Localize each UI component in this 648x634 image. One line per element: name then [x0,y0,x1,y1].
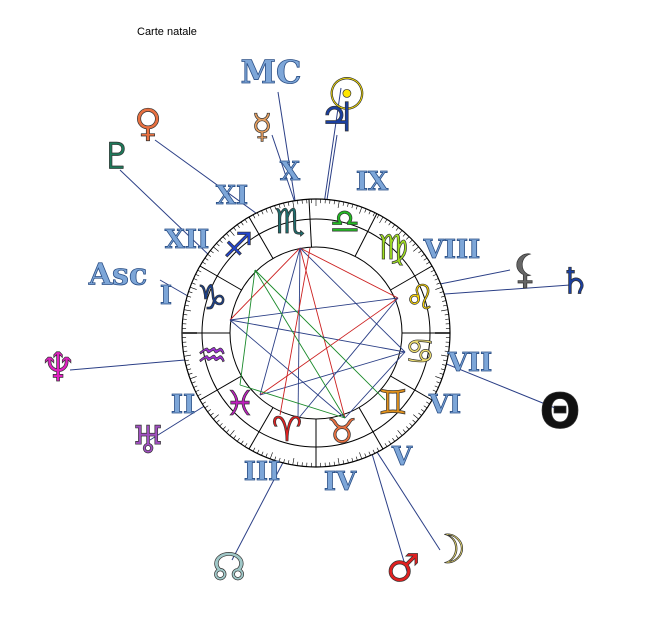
moon-icon: ☽ [430,527,466,573]
asc-label: Asc [88,258,147,293]
leo-sign-icon: ♌ [405,278,435,318]
libra-sign-icon: ♎ [330,202,360,242]
gemini-sign-icon: ♊ [378,383,408,423]
capricorn-sign-icon: ♑ [197,278,227,318]
node-icon: ☊ [212,545,246,589]
zodiac-signs: ♏ ♐ ♑ ♒ ♓ ♈ ♉ ♊ ♋ ♌ ♍ ♎ [196,202,435,453]
pisces-sign-icon: ♓ [225,384,255,424]
house-numeral-11: XI [216,181,248,211]
virgo-sign-icon: ♍ [378,228,408,268]
scorpio-sign-icon: ♏ [275,202,305,242]
house-numeral-8: VIII [423,235,481,265]
pluto-icon: ♇ [101,137,133,178]
house-numeral-2: II [171,390,195,420]
cancer-sign-icon: ♋ [405,332,435,372]
aries-sign-icon: ♈ [272,410,302,450]
house-numeral-9: IX [356,167,389,197]
house-numeral-5: V [391,442,413,472]
house-numeral-6: VI [428,390,461,420]
taurus-sign-icon: ♉ [327,412,357,452]
uranus-icon: ♅ [131,418,165,462]
house-numeral-3: III [244,457,281,487]
sun-icon: ☉ [327,70,366,121]
mars-icon: ♂ [386,546,420,590]
venus-icon: ♀ [134,101,162,145]
mercury-icon: ☿ [252,107,273,147]
house-numeral-10: X [280,157,301,187]
saturn-icon: ♄ [559,262,591,303]
mc-label: MC [241,53,302,91]
aquarius-sign-icon: ♒ [197,336,227,376]
aspect-lines [229,247,406,420]
chart-title: Carte natale [137,26,197,38]
house-numeral-1: I [160,281,172,311]
fortune-icon: Θ [540,384,581,440]
house-numeral-12: XII [165,225,210,255]
house-numeral-7: VII [447,348,493,378]
neptune-icon: ♆ [40,345,76,391]
house-numeral-4: IV [324,467,357,497]
planets: MC Asc ☉♃ ♀ ☿ ♇ ♆ ♅ ☊ ♂☽ ⚸ ♄ Θ [40,53,592,591]
lilith-icon: ⚸ [510,247,539,293]
jupiter-icon: ♃ [319,95,355,141]
sagittarius-sign-icon: ♐ [223,226,253,266]
